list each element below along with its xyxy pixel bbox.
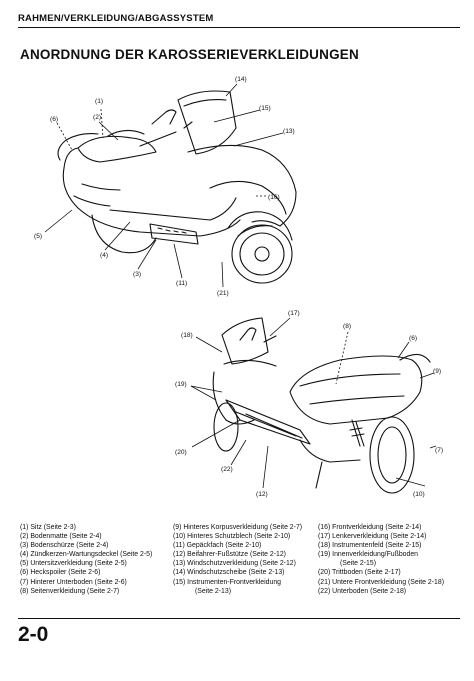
callout-6: (6): [50, 116, 58, 123]
scooter-rear-view-drawing: [212, 317, 431, 494]
callout-22: (22): [221, 466, 233, 473]
legend-item: (5) Untersitzverkleidung (Seite 2-5): [20, 560, 127, 568]
legend-column-2: (9) Hinteres Korpusverkleidung (Seite 2-…: [173, 523, 302, 596]
legend-item: (22) Unterboden (Seite 2-18): [318, 587, 407, 595]
legend-item: (21) Untere Frontverkleidung (Seite 2-18…: [318, 578, 445, 586]
legend-column-3: (16) Frontverkleidung (Seite 2-14) (17) …: [318, 523, 444, 596]
scooter-side-view-drawing: [57, 90, 297, 284]
callout-17: (17): [288, 310, 300, 317]
bottom-callouts: (17) (18) (8) (6) (9) (19) (20) (22) (12…: [175, 310, 443, 498]
legend-item: (6) Heckspoiler (Seite 2-6): [20, 569, 101, 577]
legend-item: (2) Bodenmatte (Seite 2-4): [20, 533, 102, 541]
callout-8: (8): [343, 323, 351, 330]
legend-item: (Seite 2-15): [340, 560, 377, 568]
page-title: ANORDNUNG DER KAROSSERIEVERKLEIDUNGEN: [20, 47, 359, 62]
legend-item: (Seite 2-13): [195, 587, 232, 595]
legend-item: (8) Seitenverkleidung (Seite 2-7): [20, 587, 120, 595]
callout-2: (2): [93, 114, 101, 121]
callout-10: (10): [413, 491, 425, 498]
callout-15: (15): [259, 105, 271, 112]
legend-item: (17) Lenkerverkleidung (Seite 2-14): [318, 533, 427, 541]
legend-item: (18) Instrumentenfeld (Seite 2-15): [318, 542, 422, 550]
bottom-leader-lines: [190, 317, 437, 489]
legend-item: (1) Sitz (Seite 2-3): [20, 524, 76, 531]
top-callouts: (1) (2) (3) (4) (5) (6) (14) (15) (13) (…: [34, 76, 295, 297]
legend-item: (7) Hinterer Unterboden (Seite 2-6): [20, 578, 127, 586]
callout-12: (12): [256, 491, 268, 498]
callout-6b: (6): [409, 335, 417, 342]
callout-14: (14): [235, 76, 247, 83]
legend-item: (10) Hinteres Schutzblech (Seite 2-10): [173, 533, 291, 541]
callout-1: (1): [95, 98, 103, 105]
header-rule: [18, 27, 460, 28]
callout-16: (16): [268, 194, 280, 201]
page-number: 2-0: [18, 623, 49, 646]
callout-11: (11): [176, 280, 187, 287]
legend-item: (11) Gepäckfach (Seite 2-10): [173, 542, 262, 550]
legend-item: (4) Zündkerzen-Wartungsdeckel (Seite 2-5…: [20, 551, 153, 559]
legend-item: (14) Windschutzscheibe (Seite 2-13): [173, 569, 285, 577]
callout-3: (3): [133, 271, 141, 278]
footer-rule: [18, 618, 460, 619]
callout-20: (20): [175, 449, 187, 456]
section-header: RAHMEN/VERKLEIDUNG/ABGASSYSTEM: [18, 13, 214, 24]
legend-item: (15) Instrumenten-Frontverkleidung: [173, 578, 282, 586]
callout-18: (18): [181, 332, 193, 339]
legend-item: (13) Windschutzverkleidung (Seite 2-12): [173, 560, 296, 568]
callout-9: (9): [433, 368, 441, 375]
legend-item: (16) Frontverkleidung (Seite 2-14): [318, 524, 422, 531]
callout-4: (4): [100, 252, 108, 259]
callout-13: (13): [283, 128, 295, 135]
legend-item: (3) Bodenschürze (Seite 2-4): [20, 542, 109, 550]
legend-column-1: (1) Sitz (Seite 2-3) (2) Bodenmatte (Sei…: [20, 523, 152, 596]
legend-item: (19) Innenverkleidung/Fußboden: [318, 551, 418, 559]
top-leader-lines: [44, 83, 284, 288]
legend-item: (12) Beifahrer-Fußstütze (Seite 2-12): [173, 551, 286, 559]
callout-7: (7): [435, 447, 443, 454]
callout-5: (5): [34, 233, 42, 240]
callout-21: (21): [217, 290, 229, 297]
legend-item: (9) Hinteres Korpusverkleidung (Seite 2-…: [173, 524, 303, 531]
legend-item: (20) Trittboden (Seite 2-17): [318, 569, 401, 577]
callout-19: (19): [175, 381, 187, 388]
